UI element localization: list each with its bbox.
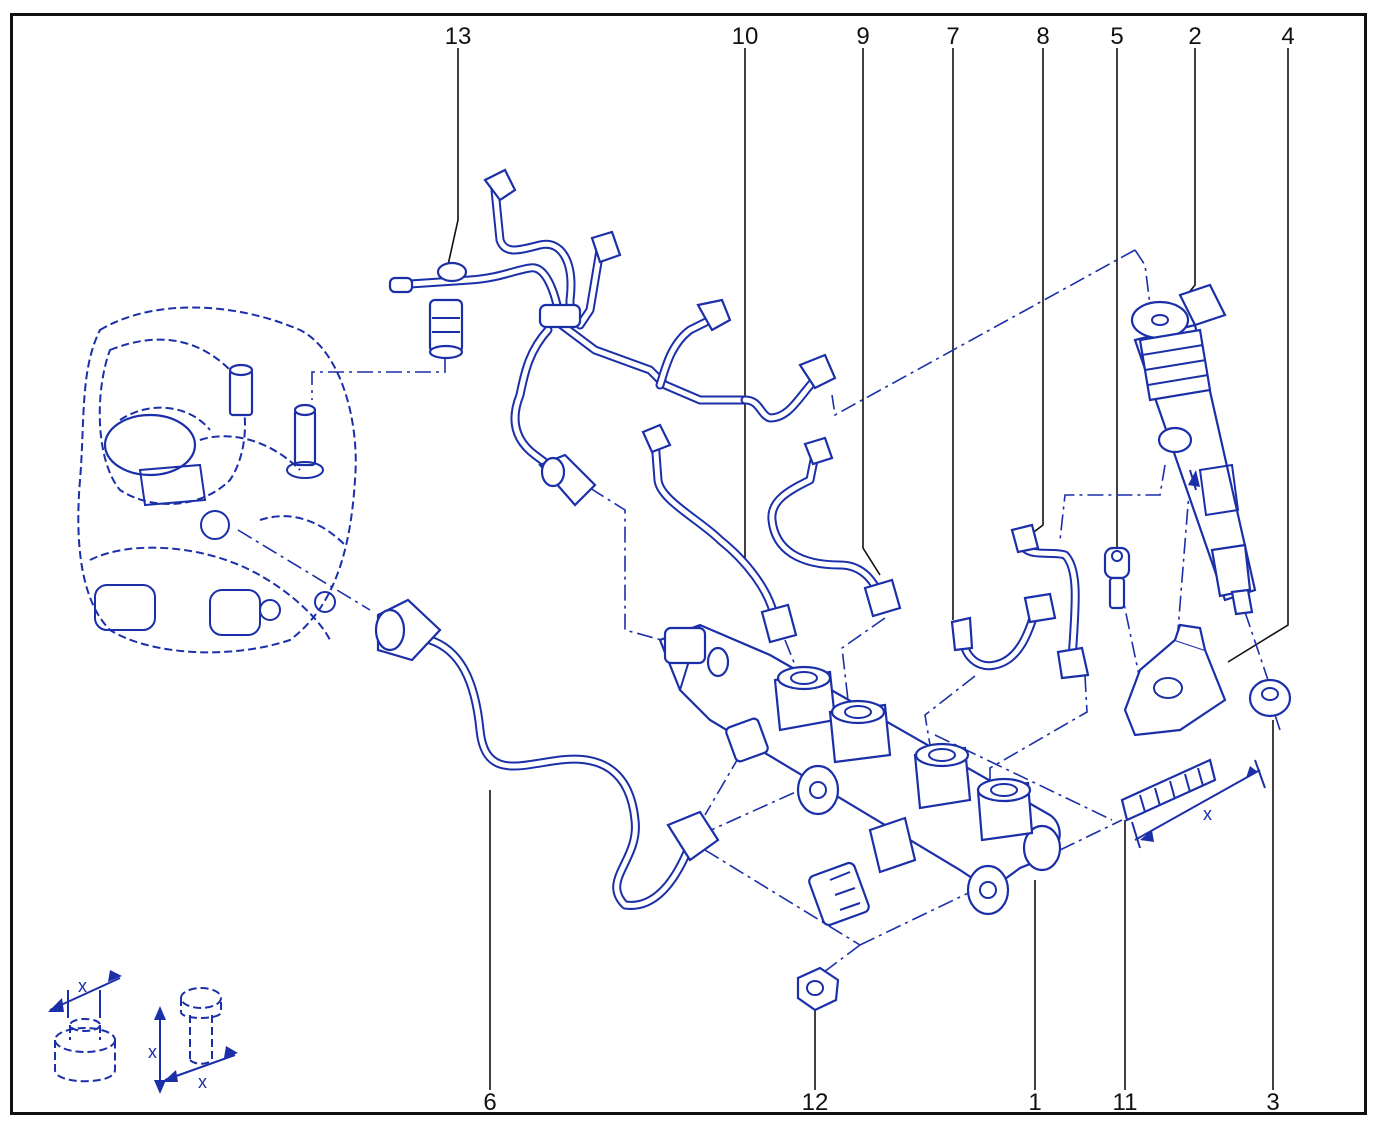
rail-port bbox=[773, 665, 837, 732]
dimension-label: x bbox=[148, 1042, 157, 1062]
sealing-washer bbox=[1248, 678, 1292, 718]
high-pressure-pump bbox=[77, 306, 357, 654]
callout-6: 6 bbox=[483, 1089, 496, 1116]
hp-pipe-pump-to-rail bbox=[374, 598, 720, 910]
rail-port bbox=[828, 699, 892, 764]
callout-4: 4 bbox=[1281, 23, 1294, 50]
callout-2: 2 bbox=[1188, 23, 1201, 50]
injector-pipes bbox=[641, 423, 1090, 680]
assembly-lines bbox=[237, 249, 1281, 976]
callout-3: 3 bbox=[1266, 1089, 1279, 1116]
torque-symbol-bolt bbox=[154, 987, 238, 1094]
callout-12: 12 bbox=[802, 1089, 829, 1116]
dimension-label: x bbox=[1203, 804, 1212, 824]
nut bbox=[796, 966, 840, 1012]
rail-port bbox=[913, 742, 972, 810]
callout-8: 8 bbox=[1036, 23, 1049, 50]
callout-13: 13 bbox=[445, 23, 472, 50]
rail-port bbox=[976, 777, 1034, 842]
callout-9: 9 bbox=[856, 23, 869, 50]
injector-clamp bbox=[1123, 623, 1227, 737]
callout-10: 10 bbox=[732, 23, 759, 50]
injector bbox=[1130, 283, 1257, 616]
dimension-label: x bbox=[78, 976, 87, 996]
fuel-return-harness bbox=[388, 168, 837, 507]
callout-1: 1 bbox=[1028, 1089, 1041, 1116]
callout-11: 11 bbox=[1113, 1089, 1138, 1116]
stud bbox=[1120, 758, 1266, 849]
callout-7: 7 bbox=[946, 23, 959, 50]
torque-symbol-nut bbox=[48, 970, 122, 1083]
dimension-label: x bbox=[198, 1072, 207, 1092]
callout-numbers: 13 10 9 7 8 5 2 4 6 12 1 11 3 bbox=[445, 23, 1295, 1116]
callout-5: 5 bbox=[1110, 23, 1123, 50]
injector-bolt bbox=[1103, 546, 1131, 610]
leader-lines bbox=[447, 48, 1289, 1090]
fuel-rail bbox=[658, 623, 1062, 927]
